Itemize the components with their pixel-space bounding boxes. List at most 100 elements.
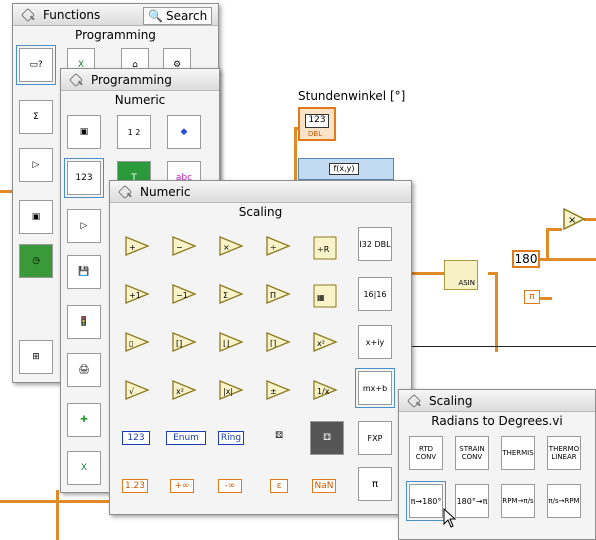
formula-node[interactable]: f(x,y) <box>298 158 394 180</box>
tile-a1[interactable]: ▣ <box>67 115 101 149</box>
add-array-function[interactable]: Σ <box>218 283 244 305</box>
multiply-array-function[interactable]: Π <box>265 283 291 305</box>
programming-subtitle: Numeric <box>114 93 166 107</box>
tile-c1[interactable]: ▷ <box>67 209 101 243</box>
complex-tile[interactable]: x+iy <box>358 325 392 359</box>
pin-icon[interactable] <box>69 73 83 87</box>
comparison-tile[interactable]: ▷ <box>19 148 53 182</box>
add-function[interactable]: + <box>124 235 150 257</box>
svg-text:×: × <box>568 215 576 226</box>
pin-icon[interactable] <box>21 8 35 22</box>
dbl-constant[interactable]: 1.23 <box>122 479 148 493</box>
wire <box>0 190 12 193</box>
scaling-palette[interactable]: Scaling Radians to Degrees.vi RTD CONV S… <box>398 389 596 540</box>
enum-constant[interactable]: Enum <box>166 431 206 445</box>
svg-text:▯: ▯ <box>129 339 133 348</box>
degrees-to-radians-tile[interactable]: 180°→π <box>455 484 489 518</box>
svg-text:Π: Π <box>270 291 276 300</box>
ring-constant[interactable]: Ring <box>218 431 244 445</box>
svg-text:−: − <box>176 243 183 252</box>
scaling-titlebar[interactable]: Scaling <box>399 390 595 412</box>
wire <box>412 346 596 347</box>
svg-text:Σ: Σ <box>223 291 228 300</box>
dice-icon[interactable]: ⚄ <box>275 431 283 441</box>
wire <box>495 272 498 352</box>
scaling-title: Scaling <box>429 393 473 408</box>
multiply-function[interactable]: × <box>562 207 586 231</box>
compound-arith-function[interactable]: ▦ <box>312 283 338 309</box>
programming-titlebar[interactable]: Programming <box>61 69 219 91</box>
numeric-indicator[interactable]: 123 DBL <box>298 107 336 141</box>
tile-a3[interactable]: ◆ <box>167 115 201 149</box>
numeric-titlebar[interactable]: Numeric <box>110 181 411 203</box>
scale-power-function[interactable]: x² <box>312 331 338 353</box>
radians-to-degrees-tile[interactable]: π→180° <box>406 481 446 521</box>
svg-text:[]: [] <box>176 339 182 348</box>
absolute-function[interactable]: |x| <box>218 379 244 401</box>
array-tile[interactable]: Σ <box>19 100 53 134</box>
square-function[interactable]: x² <box>171 379 197 401</box>
tile-a2[interactable]: 1 2 <box>117 115 151 149</box>
pin-icon[interactable] <box>407 394 421 408</box>
fixed-point-tile[interactable]: FXP <box>358 421 392 455</box>
svg-text:▦: ▦ <box>317 293 325 302</box>
asin-function[interactable]: ASIN <box>444 260 478 290</box>
wire <box>412 272 444 275</box>
wire <box>584 218 596 221</box>
svg-text:x²: x² <box>317 339 325 348</box>
increment-function[interactable]: +1 <box>124 283 150 305</box>
thermistor-tile[interactable]: THERMIS <box>501 436 535 470</box>
rpm-to-rad-tile[interactable]: RPM→π/s <box>501 484 535 518</box>
quotient-remainder-function[interactable]: ÷R <box>312 235 338 261</box>
numeric-constant[interactable]: 123 <box>122 431 150 445</box>
timing-tile[interactable]: ◷ <box>19 244 53 278</box>
svg-text:x²: x² <box>176 387 184 396</box>
rtd-conversion-tile[interactable]: RTD CONV <box>409 436 443 470</box>
multiply-function[interactable]: × <box>218 235 244 257</box>
pos-infinity-constant[interactable]: +∞ <box>170 479 194 493</box>
scaling-tile[interactable]: mx+b <box>355 368 395 408</box>
tile-g1[interactable]: ✚ <box>67 403 101 437</box>
subtract-function[interactable]: − <box>171 235 197 257</box>
numeric-tile[interactable]: 123 <box>64 158 104 198</box>
random-tile[interactable]: ⚃ <box>310 421 344 455</box>
programming-title: Programming <box>91 72 172 87</box>
round-nearest-function[interactable]: ▯ <box>124 331 150 353</box>
square-root-function[interactable]: √ <box>124 379 150 401</box>
tile-h1[interactable]: X <box>67 451 101 485</box>
pi-constant[interactable]: π <box>524 290 540 304</box>
pin-icon[interactable] <box>118 185 132 199</box>
thermocouple-tile[interactable]: THERMO LINEAR <box>547 436 581 470</box>
math-constants-tile[interactable]: π <box>358 467 392 501</box>
negate-function[interactable]: ± <box>265 379 291 401</box>
constant-180[interactable]: 180 <box>512 250 540 268</box>
svg-text:−1: −1 <box>176 291 188 300</box>
tile-d1[interactable]: 💾 <box>67 255 101 289</box>
tile-e1[interactable]: 🚦 <box>67 305 101 339</box>
decrement-function[interactable]: −1 <box>171 283 197 305</box>
wire <box>0 500 110 503</box>
neg-infinity-constant[interactable]: -∞ <box>218 479 242 493</box>
reciprocal-function[interactable]: 1/x <box>312 379 338 401</box>
tile-f1[interactable]: 🖨 <box>67 353 101 387</box>
round-down-function[interactable]: ⌊⌋ <box>218 331 244 353</box>
round-up-function[interactable]: ⌈⌉ <box>265 331 291 353</box>
conversion-tile[interactable]: I32 DBL <box>358 227 392 261</box>
nan-constant[interactable]: NaN <box>312 479 336 493</box>
indicator-type: DBL <box>308 130 323 138</box>
waveform-tile[interactable]: ⊞ <box>19 340 53 374</box>
structures-tile[interactable]: ▭? <box>16 45 56 85</box>
data-manipulation-tile[interactable]: 16|16 <box>358 277 392 311</box>
search-button[interactable]: 🔍 Search <box>143 7 213 25</box>
cluster-tile[interactable]: ▣ <box>19 200 53 234</box>
indicator-label: Stundenwinkel [°] <box>298 89 406 103</box>
divide-function[interactable]: ÷ <box>265 235 291 257</box>
formula-label: f(x,y) <box>329 163 359 175</box>
strain-conversion-tile[interactable]: STRAIN CONV <box>455 436 489 470</box>
rad-to-rpm-tile[interactable]: π/s→RPM <box>547 484 581 518</box>
epsilon-constant[interactable]: ε <box>270 479 288 493</box>
svg-text:+1: +1 <box>129 291 141 300</box>
round-neg-inf-function[interactable]: [] <box>171 331 197 353</box>
